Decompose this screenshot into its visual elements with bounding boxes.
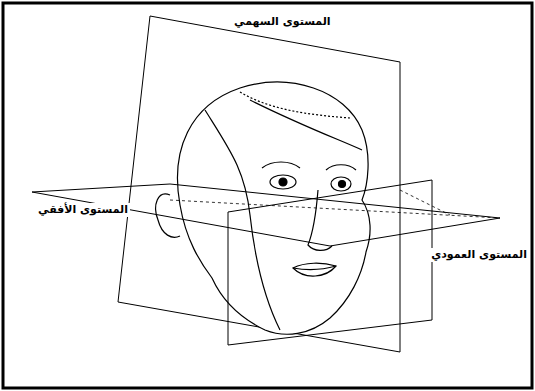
frame [3, 3, 532, 388]
head-figure [156, 82, 370, 334]
coronal-plane [228, 180, 432, 345]
plane-label: المستوى السهمي [232, 15, 333, 29]
plane-label: المستوى العمودي [429, 248, 529, 262]
horizontal-plane [32, 184, 500, 246]
sagittal-plane [118, 16, 400, 352]
hidden-edge [170, 200, 500, 218]
hidden-edge [400, 190, 450, 215]
plane-label: المستوى الأفقي [36, 203, 130, 217]
